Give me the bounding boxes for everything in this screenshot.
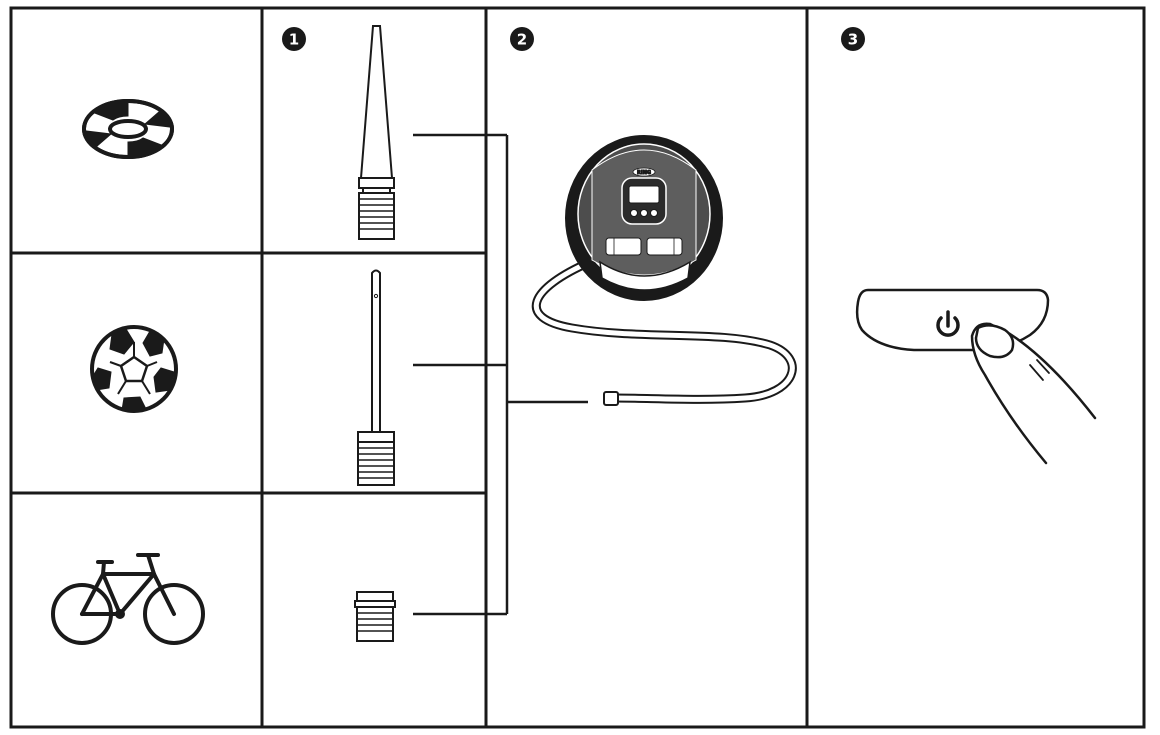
- step-2-badge: 2: [510, 27, 534, 51]
- svg-text:1: 1: [289, 31, 299, 49]
- svg-text:3: 3: [848, 31, 858, 49]
- bicycle-icon: [51, 553, 205, 645]
- finger-icon: [970, 322, 1097, 465]
- brand-logo: RING: [637, 170, 651, 176]
- soccer-ball-icon: [90, 325, 178, 413]
- swim-ring-icon: [82, 99, 174, 159]
- power-symbol-icon: [936, 310, 960, 337]
- adapter-connector-lines: [413, 133, 588, 616]
- grid-frame: [9, 6, 1146, 729]
- step-3-badge: 3: [841, 27, 865, 51]
- needle-valve-icon: [357, 269, 395, 486]
- hose-connector: [603, 391, 619, 406]
- power-button-illustration: [855, 288, 1097, 465]
- svg-text:2: 2: [517, 31, 527, 49]
- cone-nozzle-icon: [358, 25, 395, 240]
- presta-adapter-icon: [354, 591, 396, 642]
- step-1-badge: 1: [282, 27, 306, 51]
- tyre-inflator-icon: RING: [531, 135, 797, 406]
